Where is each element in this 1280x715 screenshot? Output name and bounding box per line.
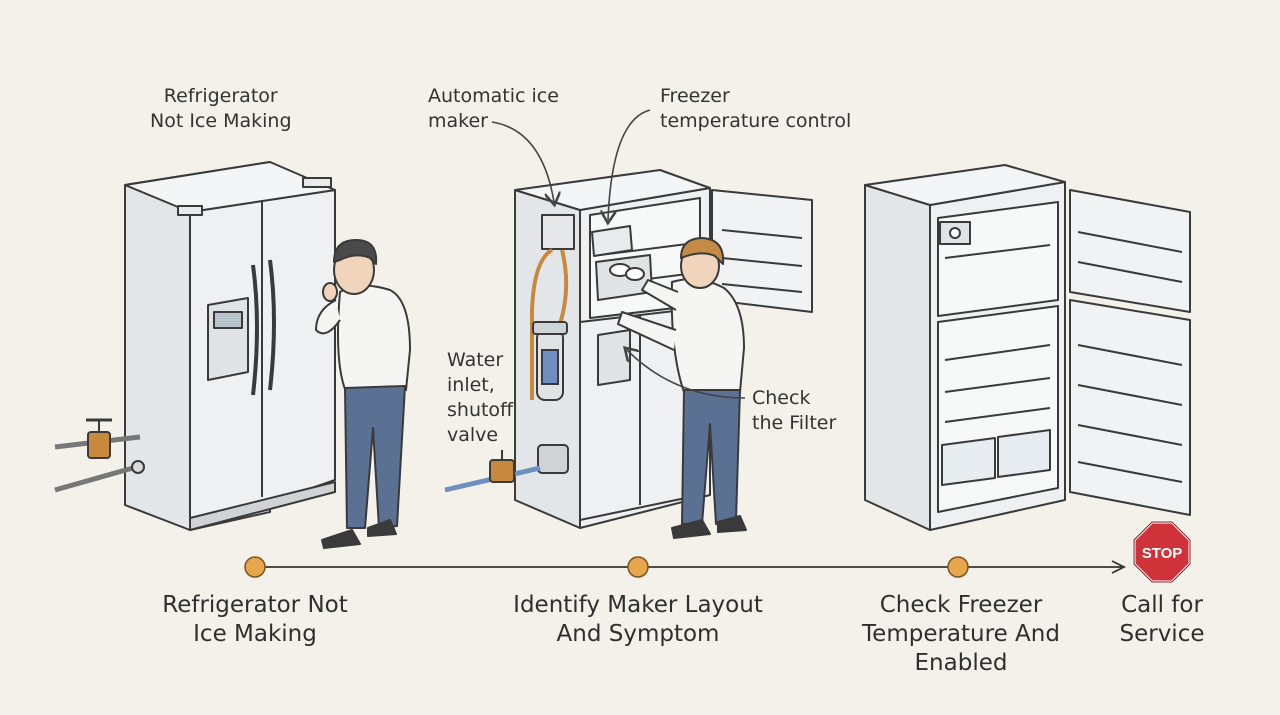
step-1-line-1: Refrigerator Not bbox=[162, 592, 348, 618]
timeline bbox=[244, 556, 1127, 578]
side-by-side-refrigerator-icon bbox=[124, 161, 336, 531]
person-thinking-icon bbox=[315, 239, 411, 549]
step-4-line-2: Service bbox=[1119, 621, 1205, 647]
water-inlet-label-line-4: valve bbox=[447, 424, 499, 446]
freezer-control-label-line-1: Freezer bbox=[660, 85, 730, 107]
stop-sign-icon: STOP bbox=[1132, 520, 1192, 584]
step-2-caption: Identify Maker Layout And Symptom bbox=[498, 591, 778, 649]
person-inspecting-icon bbox=[617, 237, 747, 539]
ice-maker-arrow bbox=[491, 121, 554, 202]
step-1-caption: Refrigerator Not Ice Making bbox=[145, 591, 365, 649]
panel1-title-line-2: Not Ice Making bbox=[150, 110, 292, 132]
step-3-line-3: Enabled bbox=[914, 650, 1008, 676]
ice-maker-label-line-2: maker bbox=[428, 110, 488, 132]
timeline-dot-2 bbox=[627, 556, 649, 578]
water-inlet-label-line-1: Water bbox=[447, 349, 504, 371]
step-3-line-2: Temperature And bbox=[862, 621, 1060, 647]
step-2-line-1: Identify Maker Layout bbox=[513, 592, 763, 618]
stop-sign-text: STOP bbox=[1142, 545, 1183, 562]
water-inlet-label-line-2: inlet, bbox=[447, 374, 495, 396]
check-filter-label-line-2: the Filter bbox=[752, 412, 837, 434]
freezer-control-label: Freezer temperature control bbox=[660, 84, 851, 134]
freezer-control-arrow bbox=[608, 109, 651, 220]
freezer-control-label-line-2: temperature control bbox=[660, 110, 852, 132]
water-inlet-label-line-3: shutoff bbox=[447, 399, 514, 421]
step-3-line-1: Check Freezer bbox=[879, 592, 1043, 618]
step-4-caption: Call for Service bbox=[1100, 591, 1224, 649]
step-2-line-2: And Symptom bbox=[556, 621, 720, 647]
water-inlet-label: Water inlet, shutoff valve bbox=[447, 348, 513, 448]
top-freezer-refrigerator-icon bbox=[864, 164, 1191, 531]
timeline-dot-3 bbox=[947, 556, 969, 578]
step-4-line-1: Call for bbox=[1121, 592, 1203, 618]
step-1-line-2: Ice Making bbox=[193, 621, 317, 647]
check-filter-label: Check the Filter bbox=[752, 386, 836, 436]
panel1-title: Refrigerator Not Ice Making bbox=[150, 84, 292, 134]
shutoff-valve-icon bbox=[54, 418, 145, 493]
timeline-dot-1 bbox=[244, 556, 266, 578]
step-3-caption: Check Freezer Temperature And Enabled bbox=[850, 591, 1072, 678]
panel1-title-line-1: Refrigerator bbox=[163, 85, 278, 107]
ice-maker-label: Automatic ice maker bbox=[428, 84, 559, 134]
check-filter-arrow bbox=[627, 350, 746, 399]
water-filter-icon bbox=[444, 248, 569, 493]
timeline-arrowhead bbox=[1111, 560, 1127, 574]
check-filter-label-line-1: Check bbox=[752, 387, 811, 409]
callout-arrows bbox=[491, 109, 746, 399]
ice-maker-label-line-1: Automatic ice bbox=[428, 85, 559, 107]
